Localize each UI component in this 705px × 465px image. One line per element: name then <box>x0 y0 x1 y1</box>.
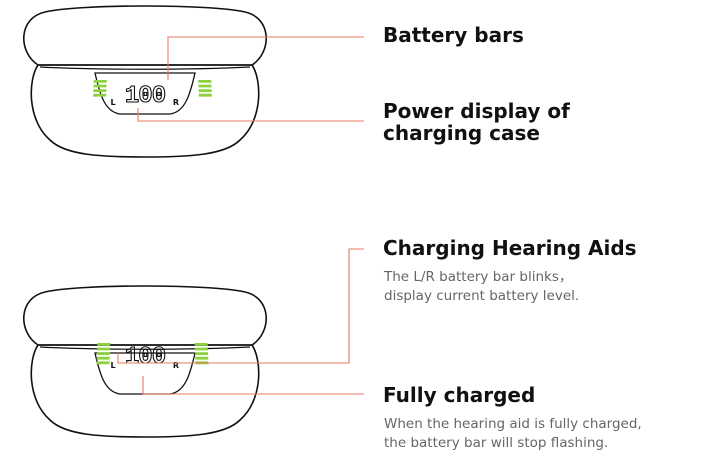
right-battery-bar <box>198 80 212 83</box>
left-battery-bar <box>97 343 111 346</box>
left-battery-bar <box>93 84 107 88</box>
case-seam <box>39 66 251 70</box>
leader-power-display <box>137 108 364 122</box>
left-battery-bar <box>93 89 107 92</box>
right-battery-bar <box>198 93 213 97</box>
right-battery-bar <box>198 89 212 92</box>
leader-battery-bars <box>167 36 364 80</box>
callout-charging-desc-line1: The L/R battery bar blinks， <box>384 269 573 285</box>
callout-battery-bars-heading: Battery bars <box>383 23 524 47</box>
callout-fully-charged-heading: Fully charged <box>383 383 536 407</box>
case-body <box>30 64 260 158</box>
leader-lines <box>117 36 364 395</box>
left-label: L <box>110 361 115 370</box>
right-battery-bar <box>194 343 208 346</box>
case-seam <box>39 346 251 350</box>
callout-power-display-line2: charging case <box>383 121 540 145</box>
battery-percentage-display: 100 <box>125 344 166 371</box>
right-label: R <box>173 361 179 370</box>
left-battery-bar <box>96 352 111 355</box>
right-battery-bar <box>194 352 209 355</box>
left-battery-bar <box>96 347 111 351</box>
display-panel <box>94 72 196 115</box>
leader-fully-charged <box>142 376 364 395</box>
left-battery-bar <box>96 356 111 360</box>
callout-fully-charged-desc-line1: When the hearing aid is fully charged, <box>384 416 642 432</box>
left-battery-bars <box>96 343 111 365</box>
right-battery-bar <box>194 347 209 351</box>
left-battery-bar <box>92 93 107 97</box>
charging-case-bottom: 100 L R <box>23 285 267 438</box>
battery-percentage-display: 100 <box>125 83 166 110</box>
left-label: L <box>110 98 115 107</box>
callout-charging-description: The L/R battery bar blinks， display curr… <box>384 268 579 306</box>
callout-fully-charged-description: When the hearing aid is fully charged, t… <box>384 415 642 453</box>
leader-charging <box>117 248 364 364</box>
right-battery-bar <box>194 356 209 360</box>
left-battery-bar <box>96 361 110 365</box>
left-battery-bar <box>93 80 107 83</box>
left-battery-bars <box>92 80 107 97</box>
right-label: R <box>173 98 179 107</box>
case-lid <box>23 285 267 346</box>
right-battery-bars <box>194 343 209 365</box>
case-lid <box>23 5 267 66</box>
right-battery-bars <box>198 80 213 97</box>
callout-power-display-heading: Power display of charging case <box>383 100 570 144</box>
callout-charging-desc-line2: display current battery level. <box>384 288 580 304</box>
callout-fully-charged-desc-line2: the battery bar will stop flashing. <box>384 435 609 451</box>
right-battery-bar <box>198 84 212 88</box>
callout-charging-heading: Charging Hearing Aids <box>383 236 637 260</box>
charging-case-top: 100 L R <box>23 5 267 158</box>
callout-power-display-line1: Power display of <box>383 99 570 123</box>
